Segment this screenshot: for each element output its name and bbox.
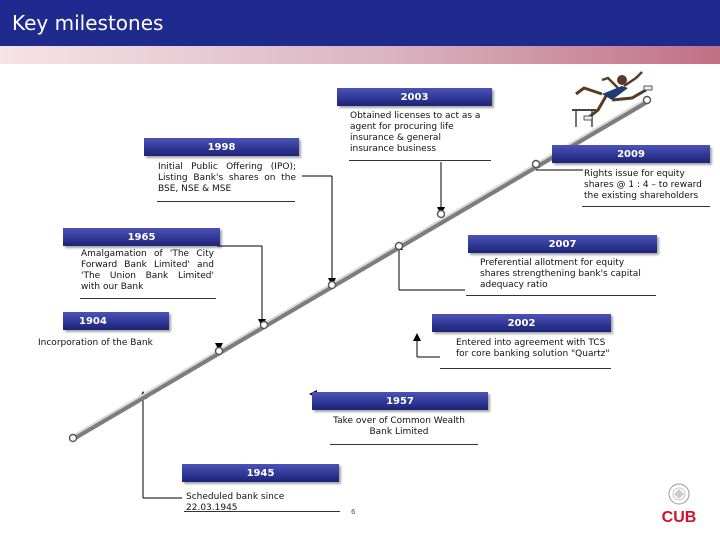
underline-2007 xyxy=(466,295,656,296)
underline-2009 xyxy=(582,206,710,207)
milestone-text-1957: Take over of Common Wealth Bank Limited xyxy=(333,416,465,437)
decorative-stripe xyxy=(0,46,720,64)
year-bar-1957: 1957 xyxy=(312,392,488,410)
hurdle-runner-icon xyxy=(572,71,653,127)
milestone-text-1965: Amalgamation of 'The City Forward Bank L… xyxy=(81,249,214,292)
year-bar-1945: 1945 xyxy=(182,464,339,482)
timeline-axis xyxy=(70,97,649,438)
page-number: 6 xyxy=(351,508,356,516)
underline-1998 xyxy=(157,201,295,202)
node-1998 xyxy=(394,241,404,251)
title-bar: Key milestones xyxy=(0,0,720,46)
year-bar-2009: 2009 xyxy=(552,145,710,163)
page-title: Key milestones xyxy=(12,11,164,35)
underline-2002 xyxy=(440,368,611,369)
node-1945 xyxy=(214,346,224,356)
milestone-text-2003: Obtained licenses to act as a agent for … xyxy=(350,111,481,154)
milestone-text-1904: Incorporation of the Bank xyxy=(38,338,153,348)
milestone-text-2009: Rights issue for equity shares @ 1 : 4 –… xyxy=(584,169,702,201)
year-bar-1998: 1998 xyxy=(144,138,299,156)
year-bar-1904: 1904 xyxy=(63,312,169,330)
node-1965 xyxy=(327,280,337,290)
year-bar-2003: 2003 xyxy=(337,88,492,106)
milestone-text-1945: Scheduled bank since 22.03.1945 xyxy=(186,492,285,513)
node-1904 xyxy=(68,433,78,443)
node-1957 xyxy=(259,320,269,330)
node-2003 xyxy=(531,159,541,169)
underline-1945 xyxy=(184,511,340,512)
logo-text: CUB xyxy=(662,509,697,526)
milestone-text-1998: Initial Public Offering (IPO); Listing B… xyxy=(158,162,296,194)
year-bar-1965: 1965 xyxy=(63,228,220,246)
underline-1957 xyxy=(330,444,478,445)
year-bar-2007: 2007 xyxy=(468,235,657,253)
underline-1965 xyxy=(80,298,216,299)
year-bar-2002: 2002 xyxy=(432,314,611,332)
milestone-text-2007: Preferential allotment for equity shares… xyxy=(480,258,641,290)
node-2002 xyxy=(436,209,446,219)
cub-logo-icon: CUB xyxy=(662,483,697,526)
timeline-axis-shadow xyxy=(69,98,650,443)
milestone-text-2002: Entered into agreement with TCS for core… xyxy=(456,338,610,359)
node-2009 xyxy=(642,95,652,105)
underline-2003 xyxy=(349,160,491,161)
